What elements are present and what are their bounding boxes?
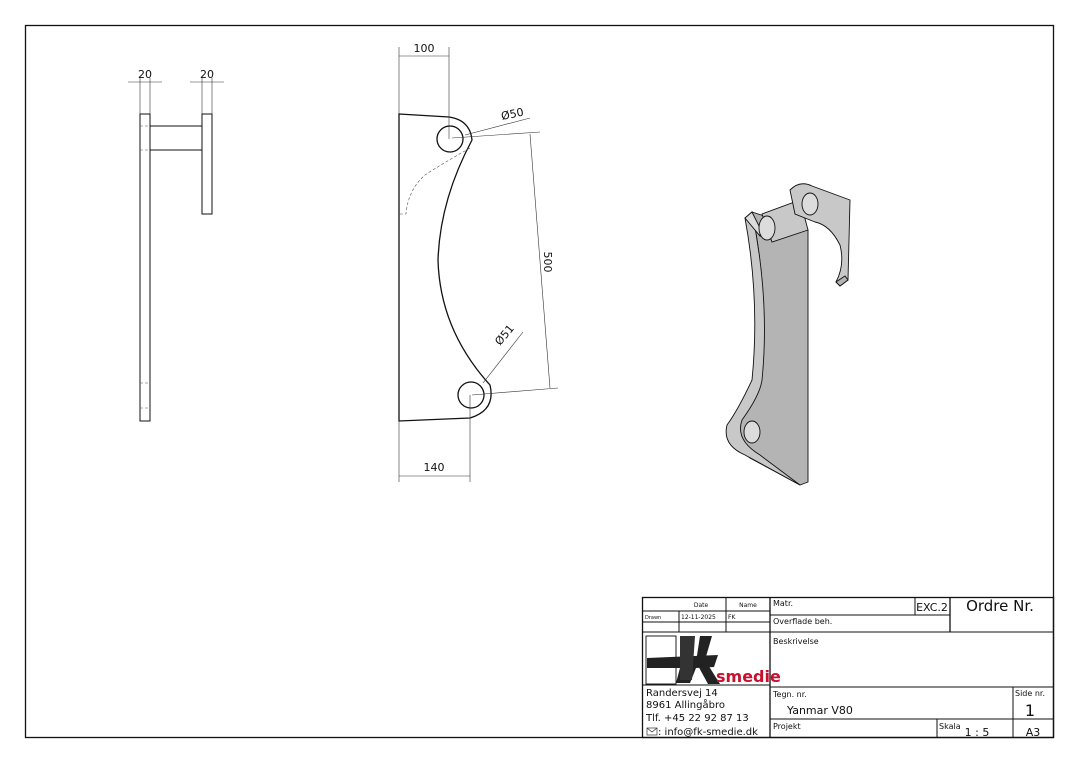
drawing-number: Yanmar V80 [786, 704, 853, 717]
phone: Tlf. +45 22 92 87 13 [645, 713, 749, 724]
address-street: Randersvej 14 [646, 688, 718, 699]
logo-text: smedie [716, 667, 781, 686]
page-number-label: Side nr. [1015, 689, 1045, 698]
address-city: 8961 Allingåbro [646, 698, 725, 711]
dim-hole-top: Ø50 [500, 106, 525, 123]
scale-value: 1 : 5 [965, 726, 990, 739]
drawing-number-label: Tegn. nr. [772, 690, 807, 699]
sheet-frame [24, 24, 1055, 739]
title-block: Date Name Drawn 12-11-2025 FK Matr. EXC.… [641, 596, 1055, 739]
dim-side-right: 20 [200, 68, 214, 81]
side-view: 20 20 [128, 68, 224, 422]
date-header: Date [694, 602, 709, 609]
page-number: 1 [1025, 701, 1035, 720]
order-number-label: Ordre Nr. [966, 597, 1034, 615]
dim-bottom-width: 140 [424, 461, 445, 474]
front-view: 100 140 500 Ø50 Ø51 [398, 42, 559, 482]
material-label: Matr. [773, 599, 793, 608]
material-value: EXC.2 [916, 601, 948, 614]
project-label: Projekt [773, 722, 801, 731]
email: : info@fk-smedie.dk [658, 727, 758, 738]
name-header: Name [739, 602, 757, 609]
drawn-label: Drawn [645, 615, 661, 621]
dim-top-width: 100 [414, 42, 435, 55]
company-logo: smedie [645, 635, 781, 686]
drawn-date: 12-11-2025 [681, 614, 716, 621]
drawn-name: FK [728, 614, 736, 621]
surface-treatment-label: Overflade beh. [773, 617, 832, 626]
dim-hole-distance: 500 [541, 252, 554, 273]
dim-side-left: 20 [138, 68, 152, 81]
envelope-icon [646, 727, 658, 736]
isometric-view [725, 183, 851, 486]
description-label: Beskrivelse [773, 637, 819, 646]
paper-size: A3 [1026, 726, 1041, 739]
scale-label: Skala [939, 722, 961, 731]
